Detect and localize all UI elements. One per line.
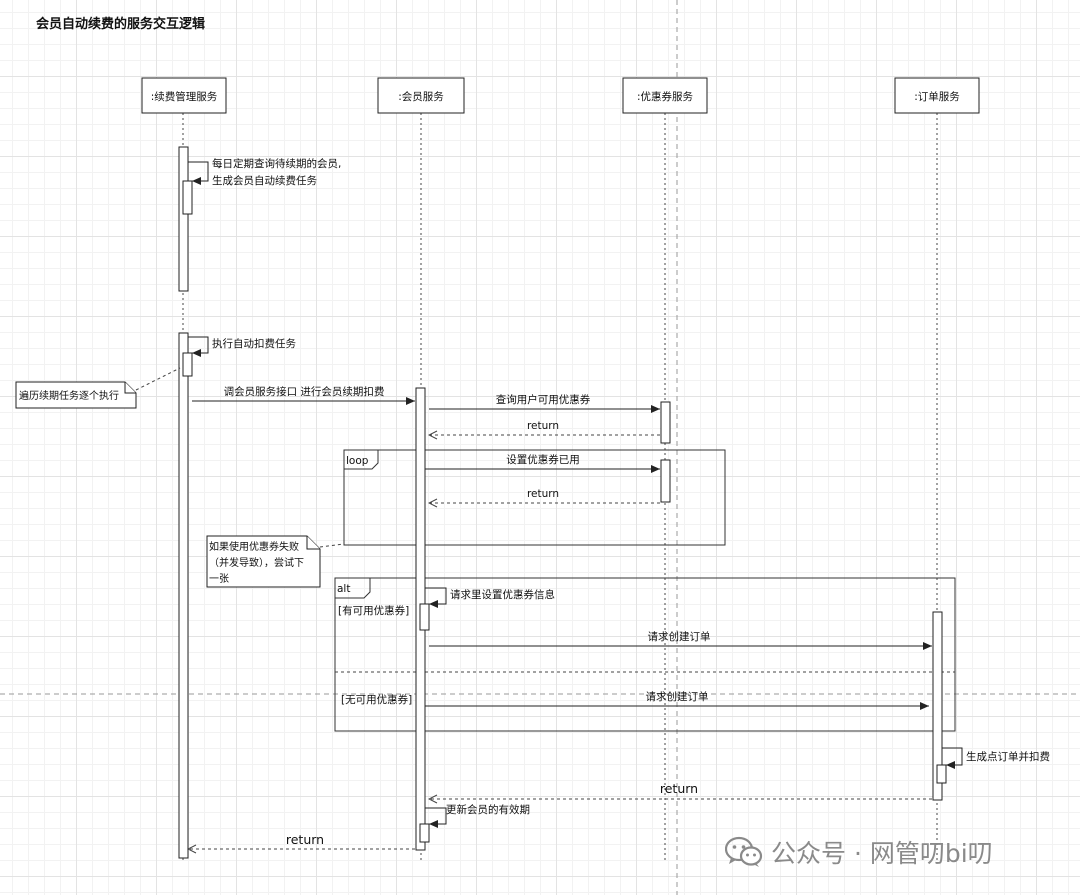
activation-renewal-1 [178, 146, 189, 292]
svg-text:每日定期查询待续期的会员,: 每日定期查询待续期的会员, [212, 157, 341, 170]
svg-text:设置优惠券已用: 设置优惠券已用 [506, 453, 580, 466]
svg-text:return: return [660, 781, 698, 796]
message-return-final: return [188, 832, 415, 849]
activation-member-self-2 [419, 823, 430, 843]
message-create-order-with-coupon: 请求创建订单 [429, 630, 932, 650]
diagram-title: 会员自动续费的服务交互逻辑 [36, 16, 205, 32]
svg-text:生成点订单并扣费: 生成点订单并扣费 [966, 750, 1050, 763]
alt-fragment: alt [有可用优惠券] [无可用优惠券] [334, 577, 956, 732]
alt-tag-box [335, 578, 371, 599]
activation-renewal-2-self [182, 352, 193, 377]
watermark: 公众号 · 网管叨bi叨 [725, 830, 993, 874]
svg-text:请求创建订单: 请求创建订单 [648, 630, 711, 643]
message-return-coupons: return [429, 420, 660, 435]
note-coupon-failure: 如果使用优惠券失败 （并发导致），尝试下 一张 [206, 535, 345, 588]
alt-guard-no-coupon: [无可用优惠券] [341, 693, 412, 706]
message-generate-order: 生成点订单并扣费 [942, 747, 1050, 769]
svg-text:一张: 一张 [209, 573, 229, 585]
svg-text:生成会员自动续费任务: 生成会员自动续费任务 [212, 174, 317, 187]
alt-label: alt [337, 583, 350, 595]
participant-label: :会员服务 [398, 90, 444, 103]
loop-label: loop [346, 455, 369, 467]
activation-renewal-1-self [182, 180, 193, 215]
message-set-coupon-info: 请求里设置优惠券信息 [425, 587, 555, 608]
message-call-member-service: 调会员服务接口 进行会员续期扣费 [192, 385, 415, 405]
participant-coupon-service[interactable]: :优惠券服务 [622, 77, 708, 114]
participant-label: :续费管理服务 [151, 90, 218, 103]
message-query-coupons: 查询用户可用优惠券 [429, 393, 660, 413]
message-set-coupon-used: 设置优惠券已用 [425, 453, 660, 473]
activation-coupon-2 [660, 459, 671, 503]
message-create-order-without-coupon: 请求创建订单 [425, 690, 929, 710]
participant-member-service[interactable]: :会员服务 [377, 77, 465, 114]
loop-tag-box [344, 450, 379, 470]
wechat-icon [725, 836, 763, 867]
svg-text:return: return [286, 832, 324, 847]
message-execute-task: 执行自动扣费任务 [188, 336, 296, 357]
svg-text:执行自动扣费任务: 执行自动扣费任务 [212, 337, 296, 350]
note-iterate-tasks: 遍历续期任务逐个执行 [15, 367, 181, 409]
svg-text:查询用户可用优惠券: 查询用户可用优惠券 [496, 393, 591, 406]
svg-text:调会员服务接口 进行会员续期扣费: 调会员服务接口 进行会员续期扣费 [224, 385, 385, 398]
participant-renewal-management[interactable]: :续费管理服务 [141, 77, 227, 114]
activation-order [932, 611, 943, 801]
activation-order-self [936, 764, 947, 784]
svg-text:如果使用优惠券失败: 如果使用优惠券失败 [209, 540, 299, 553]
svg-text:更新会员的有效期: 更新会员的有效期 [446, 803, 530, 816]
svg-text:请求创建订单: 请求创建订单 [646, 690, 709, 703]
svg-text:遍历续期任务逐个执行: 遍历续期任务逐个执行 [19, 389, 119, 402]
activation-coupon-1 [660, 401, 671, 444]
svg-text:请求里设置优惠券信息: 请求里设置优惠券信息 [450, 588, 555, 601]
participant-order-service[interactable]: :订单服务 [894, 77, 980, 114]
loop-fragment: loop [343, 449, 726, 546]
message-daily-query: 每日定期查询待续期的会员, 生成会员自动续费任务 [188, 157, 341, 187]
participant-label: :订单服务 [914, 90, 960, 103]
message-return-order: return [429, 781, 932, 799]
message-return-set-used: return [429, 488, 660, 503]
participant-label: :优惠券服务 [637, 90, 694, 103]
watermark-text: 公众号 · 网管叨bi叨 [771, 839, 993, 868]
activation-member-self-1 [419, 603, 430, 631]
alt-guard-has-coupon: [有可用优惠券] [338, 604, 409, 617]
svg-text:（并发导致），尝试下: （并发导致），尝试下 [209, 556, 304, 569]
svg-text:return: return [527, 488, 559, 500]
svg-text:return: return [527, 420, 559, 432]
message-update-expiry: 更新会员的有效期 [425, 803, 530, 828]
activation-renewal-2 [178, 332, 189, 859]
